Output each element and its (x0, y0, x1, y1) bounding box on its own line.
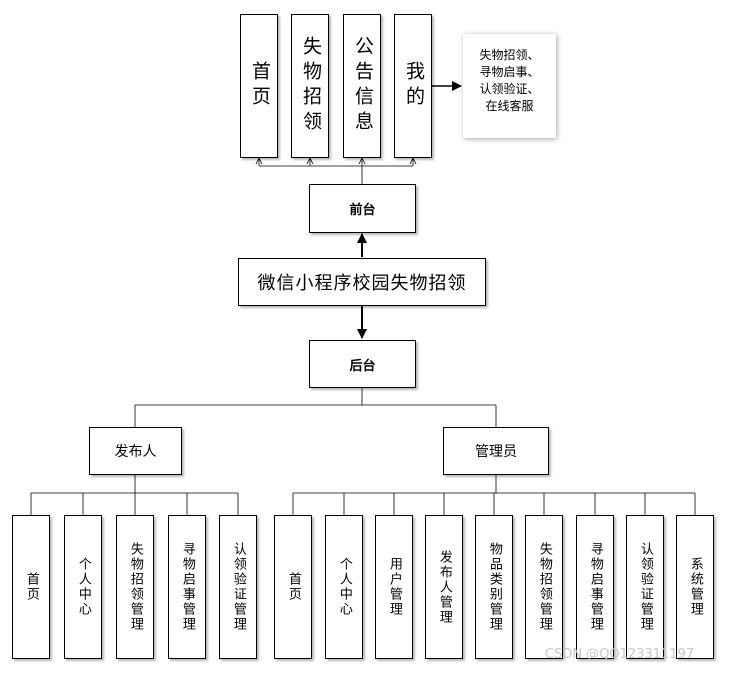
root-node: 微信小程序校园失物招领 (238, 258, 486, 306)
admin-item-category-mgmt-label: 物品类别管理 (486, 542, 502, 632)
admin-connector (292, 475, 696, 515)
frontend-item-mine-label: 我的 (402, 61, 425, 111)
publisher-item-lost-found-mgmt: 失物招领管理 (116, 515, 154, 659)
note-line: 认领验证、 (479, 82, 540, 96)
publisher-item-claim-verify-mgmt: 认领验证管理 (219, 515, 257, 659)
root-node-label: 微信小程序校园失物招领 (257, 273, 467, 294)
publisher-item-claim-verify-mgmt-label: 认领验证管理 (230, 542, 246, 632)
frontend-node-label: 前台 (349, 203, 376, 218)
backend-node: 后台 (309, 340, 416, 388)
admin-item-claim-verify-mgmt: 认领验证管理 (626, 515, 664, 659)
publisher-node-label: 发布人 (114, 444, 157, 460)
frontend-item-announcements-label: 公告信息 (351, 36, 374, 136)
frontend-item-home-label: 首页 (248, 61, 271, 111)
admin-item-category-mgmt: 物品类别管理 (475, 515, 513, 659)
frontend-item-announcements: 公告信息 (343, 14, 381, 158)
admin-node-label: 管理员 (475, 444, 517, 460)
admin-item-home-label: 首页 (285, 572, 301, 602)
admin-item-home: 首页 (274, 515, 312, 659)
frontend-connector (259, 158, 413, 184)
frontend-item-home: 首页 (240, 14, 278, 158)
frontend-item-mine: 我的 (394, 14, 432, 158)
frontend-item-lost-found: 失物招领 (291, 14, 329, 158)
publisher-node: 发布人 (89, 427, 182, 475)
publisher-item-search-notice-mgmt: 寻物启事管理 (168, 515, 206, 659)
backend-connector (134, 387, 497, 427)
admin-item-search-notice-mgmt-label: 寻物启事管理 (587, 542, 603, 632)
admin-item-publisher-mgmt-label: 发布人管理 (436, 549, 452, 625)
admin-item-user-mgmt: 用户管理 (375, 515, 413, 659)
frontend-item-lost-found-label: 失物招领 (299, 36, 322, 136)
admin-item-search-notice-mgmt: 寻物启事管理 (576, 515, 614, 659)
backend-node-label: 后台 (349, 358, 376, 374)
admin-item-system-mgmt-label: 系统管理 (687, 557, 703, 617)
publisher-item-home-label: 首页 (23, 572, 39, 602)
note-line: 失物招领、 (479, 48, 540, 62)
admin-item-user-mgmt-label: 用户管理 (386, 557, 402, 617)
admin-item-profile-label: 个人中心 (336, 557, 352, 617)
publisher-item-profile-label: 个人中心 (75, 557, 91, 617)
admin-item-profile: 个人中心 (325, 515, 363, 659)
note-line: 寻物启事、 (479, 65, 540, 79)
frontend-node: 前台 (309, 184, 416, 233)
csdn-watermark: CSDN @QQ123311197 (545, 647, 695, 662)
admin-node: 管理员 (443, 427, 549, 475)
admin-item-publisher-mgmt: 发布人管理 (425, 515, 463, 659)
publisher-item-search-notice-mgmt-label: 寻物启事管理 (179, 542, 195, 632)
mine-features-note: 失物招领、 寻物启事、 认领验证、 在线客服 (463, 34, 556, 138)
admin-item-claim-verify-mgmt-label: 认领验证管理 (637, 542, 653, 632)
note-line: 在线客服 (485, 99, 534, 113)
publisher-item-profile: 个人中心 (64, 515, 102, 659)
admin-item-system-mgmt: 系统管理 (676, 515, 714, 659)
publisher-item-home: 首页 (12, 515, 50, 659)
publisher-connector (30, 475, 239, 515)
admin-item-lost-found-mgmt-label: 失物招领管理 (536, 542, 552, 632)
admin-item-lost-found-mgmt: 失物招领管理 (525, 515, 563, 659)
publisher-item-lost-found-mgmt-label: 失物招领管理 (127, 542, 143, 632)
